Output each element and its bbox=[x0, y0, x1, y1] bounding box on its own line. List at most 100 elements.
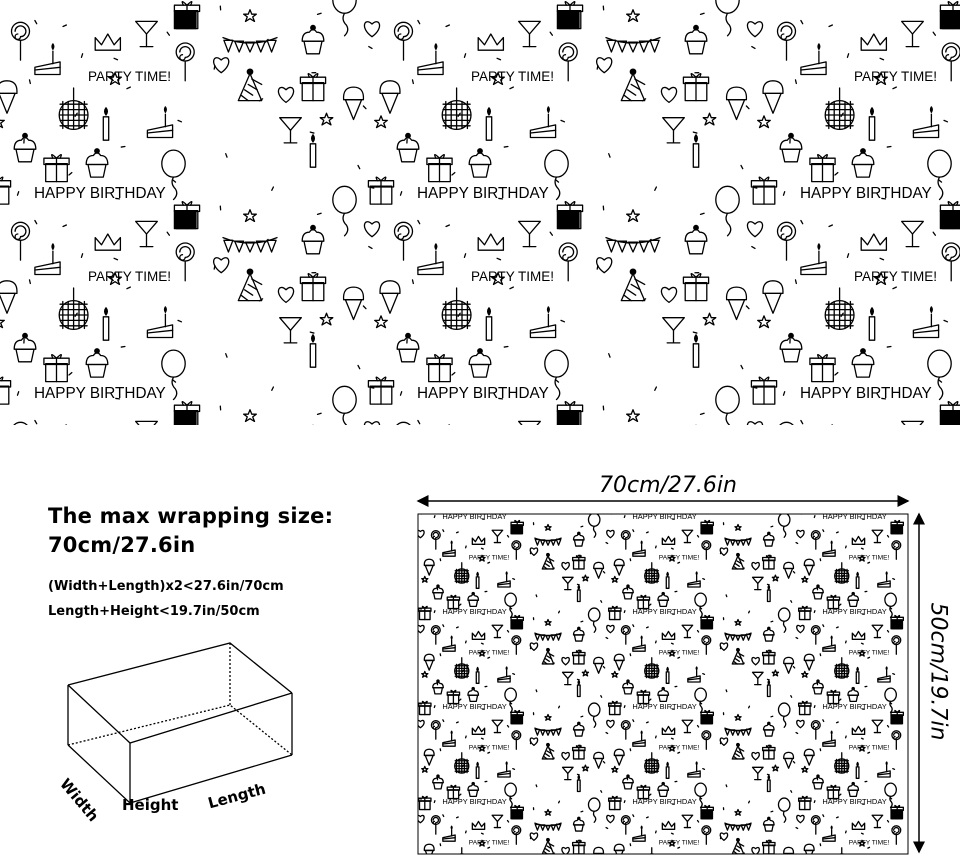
bunting-icon bbox=[534, 537, 562, 546]
candle-icon bbox=[856, 857, 859, 864]
star-icon bbox=[0, 319, 5, 329]
heart-icon bbox=[910, 738, 917, 745]
disco-ball-icon bbox=[454, 562, 470, 584]
ice-cream-icon bbox=[342, 286, 365, 321]
candle-icon bbox=[868, 307, 876, 341]
gift-box-icon bbox=[797, 605, 812, 621]
ice-cream-icon bbox=[593, 751, 605, 769]
crown-icon bbox=[661, 630, 676, 640]
cupcake-icon bbox=[657, 781, 670, 798]
party-hat-icon bbox=[541, 647, 555, 665]
balloon-icon bbox=[715, 0, 740, 37]
lollipop-icon bbox=[810, 815, 821, 835]
cake-slice-icon bbox=[417, 43, 444, 76]
party-time-text: PARTY TIME! bbox=[854, 69, 937, 84]
cupcake-icon bbox=[847, 686, 860, 703]
candle-icon bbox=[576, 585, 581, 603]
bunting-icon bbox=[222, 36, 278, 53]
happy-birthday-text: HAPPY BIRTHDAY bbox=[800, 385, 932, 402]
cocktail-glass-icon bbox=[681, 624, 694, 639]
star-icon bbox=[702, 112, 717, 126]
lollipop-icon bbox=[620, 720, 631, 740]
balloon-icon bbox=[587, 797, 601, 823]
party-time-text: PARTY TIME! bbox=[471, 269, 554, 284]
candle-icon bbox=[766, 775, 771, 793]
gift-box-icon bbox=[826, 784, 841, 800]
heart-icon bbox=[363, 21, 381, 38]
lollipop-icon bbox=[511, 635, 522, 655]
lollipop-icon bbox=[941, 42, 960, 82]
party-time-text: PARTY TIME! bbox=[469, 554, 510, 561]
cake-slice-icon bbox=[822, 540, 836, 557]
star-icon bbox=[757, 115, 771, 129]
gift-box-icon bbox=[761, 745, 776, 760]
balloon-icon bbox=[715, 185, 740, 237]
party-hat-icon bbox=[731, 552, 745, 570]
ice-cream-icon bbox=[725, 86, 748, 121]
lollipop-icon bbox=[891, 730, 902, 750]
star-icon bbox=[771, 669, 780, 677]
star-icon bbox=[771, 574, 780, 582]
party-hat-icon bbox=[731, 837, 745, 854]
cocktail-glass-icon bbox=[491, 719, 504, 734]
ice-cream-icon bbox=[783, 751, 795, 769]
cocktail-glass-icon bbox=[135, 220, 158, 248]
disco-ball-icon bbox=[441, 287, 472, 331]
cupcake-icon bbox=[851, 348, 875, 378]
info-panel: The max wrapping size: 70cm/27.6in (Widt… bbox=[0, 425, 960, 864]
bunting-icon bbox=[724, 632, 752, 641]
cocktail-glass-icon bbox=[491, 529, 504, 544]
crown-icon bbox=[471, 630, 486, 640]
star-icon bbox=[668, 744, 676, 752]
cocktail-glass-icon bbox=[662, 317, 685, 344]
party-time-text: PARTY TIME! bbox=[659, 744, 700, 751]
candle-icon bbox=[855, 571, 860, 589]
candle-icon bbox=[576, 680, 581, 698]
disco-ball-icon bbox=[58, 287, 89, 331]
ice-cream-icon bbox=[423, 653, 435, 671]
ice-cream-icon bbox=[0, 80, 18, 114]
cocktail-glass-icon bbox=[681, 719, 694, 734]
happy-birthday-text: HAPPY BIRTHDAY bbox=[822, 607, 886, 616]
disco-ball-icon bbox=[644, 657, 660, 679]
cupcake-icon bbox=[762, 816, 775, 832]
balloon-icon bbox=[161, 149, 186, 201]
cupcake-icon bbox=[684, 24, 708, 55]
disco-ball-icon bbox=[58, 87, 89, 131]
party-time-text: PARTY TIME! bbox=[88, 69, 171, 84]
heart-icon bbox=[561, 561, 570, 571]
ice-cream-icon bbox=[593, 656, 605, 674]
cake-slice-icon bbox=[497, 761, 511, 778]
lollipop-icon bbox=[891, 635, 902, 655]
party-time-text: PARTY TIME! bbox=[659, 649, 700, 656]
cake-slice-icon bbox=[632, 730, 646, 747]
balloon-icon bbox=[332, 0, 357, 37]
bunting-icon bbox=[222, 236, 278, 253]
star-icon bbox=[319, 112, 334, 126]
heart-icon bbox=[561, 751, 570, 761]
lollipop-icon bbox=[701, 730, 712, 750]
ice-cream-icon bbox=[613, 748, 625, 766]
candle-icon bbox=[692, 334, 700, 368]
ice-cream-icon bbox=[803, 558, 815, 576]
lollipop-icon bbox=[511, 730, 522, 750]
heart-icon bbox=[418, 624, 425, 634]
cupcake-icon bbox=[468, 348, 492, 378]
star-icon bbox=[668, 554, 676, 562]
heart-icon bbox=[660, 286, 678, 304]
balloon-icon bbox=[587, 607, 601, 633]
cupcake-icon bbox=[467, 781, 480, 798]
box-height-label: Height bbox=[122, 796, 179, 814]
disco-ball-icon bbox=[441, 87, 472, 131]
party-time-text: PARTY TIME! bbox=[659, 839, 700, 846]
crown-icon bbox=[477, 33, 505, 51]
candle-icon bbox=[868, 107, 876, 141]
cake-slice-icon bbox=[687, 571, 701, 588]
crown-icon bbox=[477, 233, 505, 251]
cake-slice-icon bbox=[442, 825, 456, 842]
gift-box-icon bbox=[809, 153, 836, 183]
cocktail-glass-icon bbox=[751, 576, 764, 591]
gift-box-icon bbox=[446, 594, 461, 610]
bunting-icon bbox=[605, 36, 661, 53]
